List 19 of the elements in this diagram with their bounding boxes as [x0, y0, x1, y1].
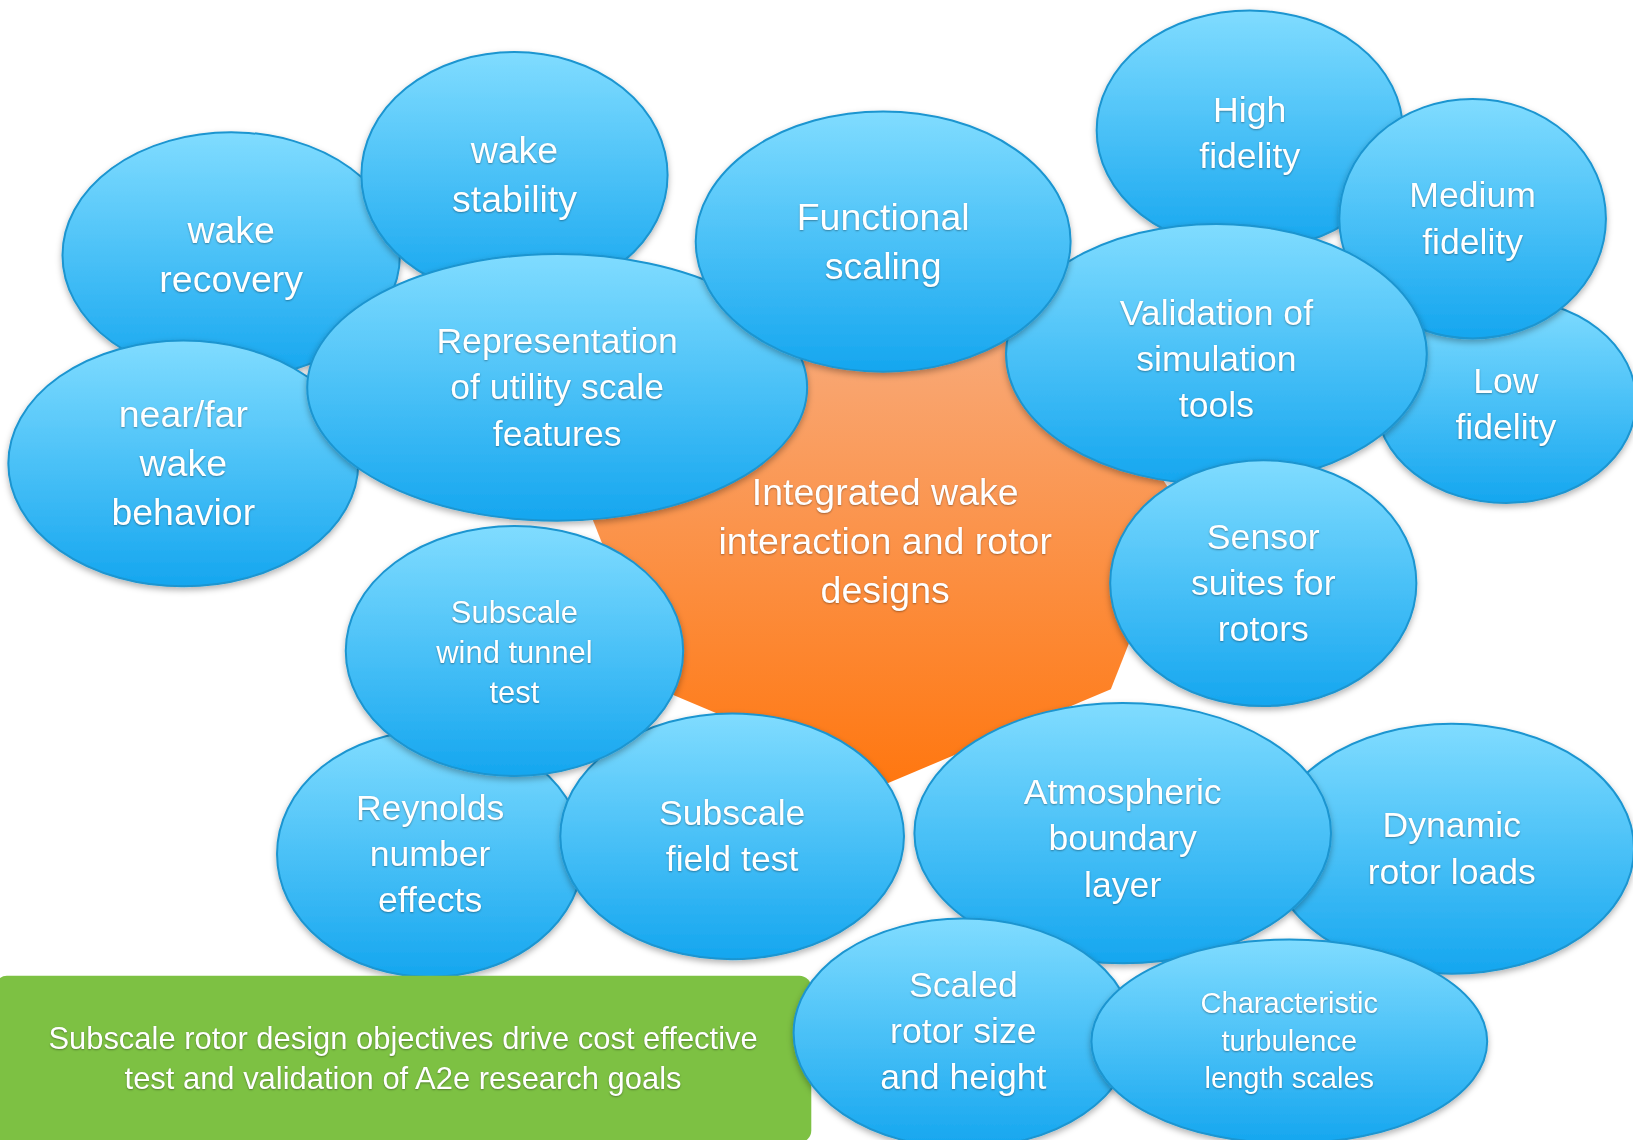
- node-label: Subscale field test: [657, 791, 807, 882]
- node-label: wake recovery: [158, 208, 305, 303]
- node-label: near/far wake behavior: [110, 392, 257, 535]
- node-label: Atmospheric boundary layer: [1022, 770, 1223, 907]
- node-label: Scaled rotor size and height: [879, 963, 1048, 1100]
- node-label: Subscale wind tunnel test: [435, 593, 594, 713]
- node-label: Sensor suites for rotors: [1190, 515, 1337, 652]
- node-label: Reynolds number effects: [354, 786, 506, 923]
- node-label: wake stability: [450, 128, 578, 222]
- node-label: Dynamic rotor loads: [1366, 804, 1537, 894]
- node-label: Validation of simulation tools: [1118, 291, 1315, 428]
- node-label: Representation of utility scale features: [435, 319, 679, 456]
- node-label: Functional scaling: [795, 194, 971, 289]
- node-label: Characteristic turbulence length scales: [1199, 985, 1380, 1097]
- node-label: Low fidelity: [1454, 359, 1558, 450]
- node-label: Integrated wake interaction and rotor designs: [717, 470, 1053, 613]
- node-label: High fidelity: [1198, 88, 1302, 179]
- node-label: Medium fidelity: [1408, 174, 1537, 264]
- node-label: Subscale rotor design objectives drive cost effective test and validation of A2e research goals: [47, 1019, 759, 1099]
